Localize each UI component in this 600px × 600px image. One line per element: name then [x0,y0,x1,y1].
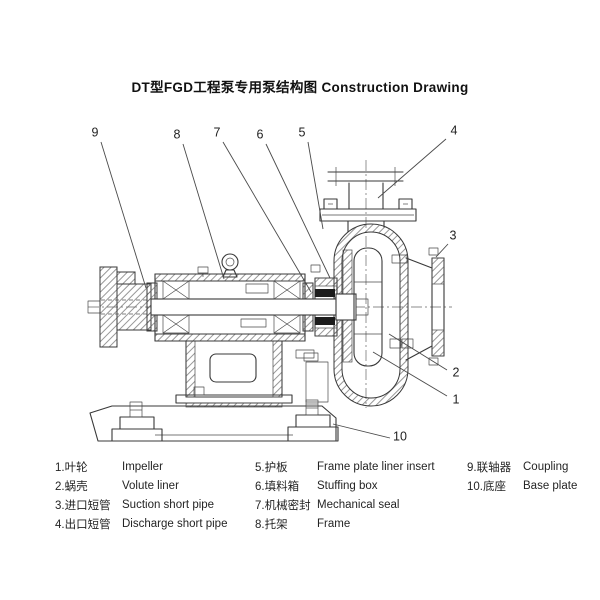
legend-english: Base plate [523,479,578,492]
legend-column-2: 5.护板 Frame plate liner insert 6.填料箱 Stuf… [255,457,435,534]
flange-bolt [428,247,439,256]
gland-bolt [295,349,315,359]
legend-item: 1.叶轮 Impeller [55,457,227,476]
legend-term: 1.叶轮 [55,461,88,474]
leader-line-2 [388,333,448,371]
leader-line-10 [332,423,391,439]
legend-english: Coupling [523,460,569,473]
callout-number-7: 7 [214,125,221,139]
frame-pedestal [175,340,329,408]
pedestal-bolt [193,386,205,396]
leader-line-3 [435,243,449,258]
legend-item: 7.机械密封 Mechanical seal [255,495,435,514]
legend-term: 2.蜗壳 [55,480,88,493]
leader-line-4 [377,138,447,199]
callout-number-10: 10 [393,429,407,443]
legend-english: Discharge short pipe [122,518,228,531]
legend-english: Frame [317,518,351,531]
impeller [335,247,383,367]
discharge-short-pipe [319,167,417,233]
legend-english: Suction short pipe [122,498,215,511]
legend-term: 10.底座 [467,480,506,493]
leader-line-7 [222,141,312,293]
callout-number-4: 4 [451,123,458,137]
legend-item: 9.联轴器 Coupling [467,457,577,476]
legend-item: 6.填料箱 Stuffing box [255,476,435,495]
leader-line-9 [100,141,147,289]
leader-line-5 [307,141,324,230]
casing-joint-bolts [389,254,414,349]
legend-item: 10.底座 Base plate [467,476,577,495]
gland-stud [310,264,321,273]
callout-layer: 1 2 3 4 5 6 7 8 9 10 [92,123,460,443]
legend-column-3: 9.联轴器 Coupling 10.底座 Base plate [467,457,577,495]
legend-term: 5.护板 [255,461,288,474]
flange-bolt [428,357,439,366]
legend-item: 8.托架 Frame [255,515,435,534]
callout-number-6: 6 [257,127,264,141]
callout-number-8: 8 [174,127,181,141]
legend-term: 7.机械密封 [255,499,311,512]
legend-item: 2.蜗壳 Volute liner [55,476,227,495]
legend-term: 4.出口短管 [55,519,111,532]
legend-term: 3.进口短管 [55,499,111,512]
legend-term: 6.填料箱 [255,480,300,493]
suction-short-pipe [405,247,445,366]
leader-line-6 [265,143,331,279]
cap-screw [197,266,209,274]
legend-item: 4.出口短管 Discharge short pipe [55,515,227,534]
legend-english: Impeller [122,460,163,473]
callout-number-3: 3 [450,228,457,242]
anchor-pad [119,416,155,430]
legend-item: 3.进口短管 Suction short pipe [55,495,227,514]
leader-line-8 [182,143,225,280]
impeller-nut [355,298,369,316]
drawing-title: DT型FGD工程泵专用泵结构图 Construction Drawing [131,80,469,95]
flange-bolt [398,198,413,210]
callout-number-9: 9 [92,125,99,139]
legend-term: 9.联轴器 [467,461,512,474]
coupling [87,266,152,348]
pump-shaft [150,298,341,316]
anchor-pad [295,414,331,428]
mechanical-seal [315,289,335,325]
legend-term: 8.托架 [255,519,288,532]
bearings [162,280,301,334]
eye-bolt [197,253,239,278]
flange-bolt [323,198,338,210]
anchor-bolt [305,399,319,416]
legend-english: Mechanical seal [317,498,400,511]
anchor-bolt [129,401,143,418]
support-bolt [303,352,319,362]
callout-number-5: 5 [299,125,306,139]
leader-line-1 [372,351,448,397]
callout-number-2: 2 [453,365,460,379]
legend-english: Stuffing box [317,479,378,492]
callout-number-1: 1 [453,392,460,406]
impeller-hub [335,293,357,321]
casing-support [305,361,329,403]
legend-column-1: 1.叶轮 Impeller 2.蜗壳 Volute liner 3.进口短管 S… [55,457,227,534]
legend-item: 5.护板 Frame plate liner insert [255,457,435,476]
legend-english: Volute liner [122,479,179,492]
base-plate [89,399,339,442]
legend-english: Frame plate liner insert [317,460,435,473]
